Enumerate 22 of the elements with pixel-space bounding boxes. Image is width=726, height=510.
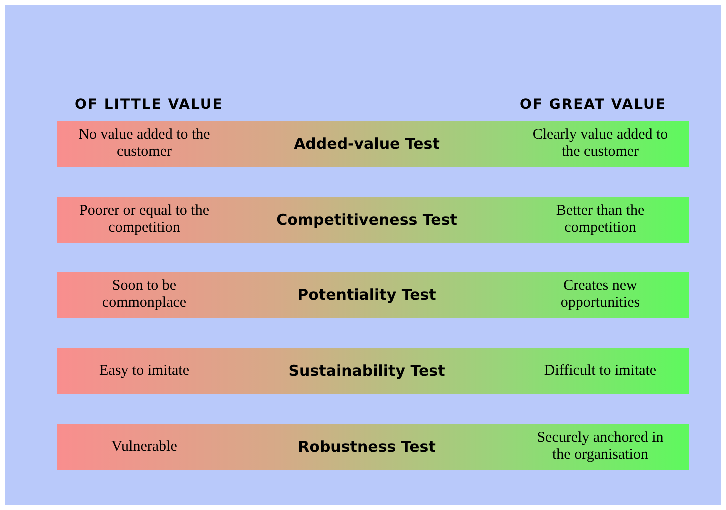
test-name: Potentiality Test: [298, 286, 436, 304]
high-value-text: Clearly value added to the customer: [532, 127, 670, 161]
low-value-text: Vulnerable: [112, 438, 178, 456]
test-name: Added-value Test: [294, 135, 440, 153]
high-value-text: Securely anchored in the organisation: [536, 430, 665, 464]
gradient-bar: [57, 348, 689, 394]
low-value-text: No value added to the customer: [78, 127, 212, 161]
test-name: Sustainability Test: [288, 362, 446, 380]
low-value-text: Easy to imitate: [100, 362, 190, 380]
low-value-text: Soon to be commonplace: [101, 278, 188, 312]
test-name: Robustness Test: [298, 438, 436, 456]
test-name: Competitiveness Test: [276, 211, 458, 229]
column-heading: OF LITTLE VALUE: [75, 97, 224, 113]
gradient-bar: [57, 272, 689, 318]
high-value-text: Difficult to imitate: [544, 362, 657, 380]
gradient-bar: [57, 121, 689, 167]
low-value-text: Poorer or equal to the competition: [78, 203, 210, 237]
gradient-bar: [57, 197, 689, 243]
high-value-text: Better than the competition: [555, 203, 646, 237]
gradient-bar: [57, 424, 689, 470]
high-value-text: Creates new opportunities: [560, 278, 642, 312]
column-heading: OF GREAT VALUE: [520, 97, 666, 113]
